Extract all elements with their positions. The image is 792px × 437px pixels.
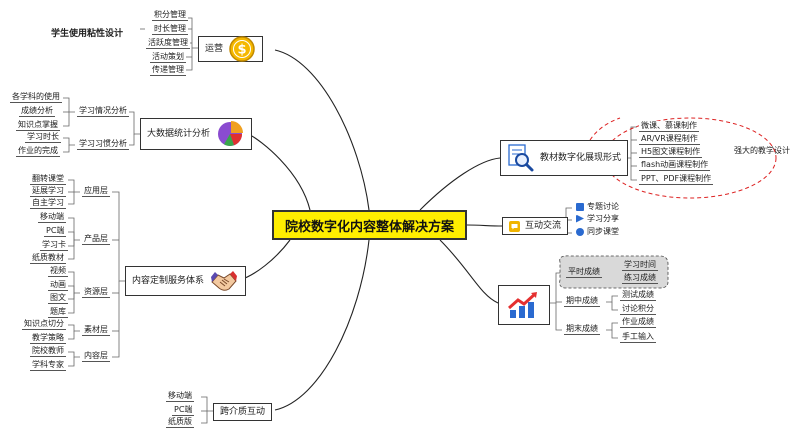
learning-situation-item: 各学科的使用 — [10, 92, 62, 103]
crossmedia-label: 跨介质互动 — [220, 406, 266, 417]
app-layer-item: 延展学习 — [30, 186, 66, 197]
product-layer-item: PC端 — [44, 226, 67, 237]
branch-bigdata: 大数据统计分析 — [140, 118, 253, 150]
learning-situation-item: 成绩分析 — [19, 106, 55, 117]
branch-custom-service: 内容定制服务体系 — [125, 266, 247, 296]
final-grade-item: 手工输入 — [620, 332, 656, 343]
operation-label: 运营 — [205, 43, 224, 54]
resource-layer-item: 动画 — [48, 280, 68, 291]
product-layer-label: 产品层 — [82, 234, 110, 245]
product-layer-item: 纸质教材 — [30, 253, 66, 264]
share-icon — [576, 214, 584, 223]
title-note: 学生使用粘性设计 — [51, 29, 124, 39]
link-bigdata — [249, 134, 311, 211]
operation-item: 活跃度管理 — [146, 38, 190, 49]
link-operation — [274, 49, 370, 211]
custom-service-label: 内容定制服务体系 — [132, 275, 205, 286]
textbook-item: 微课、慕课制作 — [639, 121, 699, 132]
resource-layer-item: 视频 — [48, 266, 68, 277]
svg-text:$: $ — [237, 43, 246, 58]
midterm-grade-item: 讨论积分 — [620, 304, 656, 315]
learning-situation-label: 学习情况分析 — [77, 106, 129, 117]
operation-item: 积分管理 — [152, 10, 188, 21]
textbook-label: 教材数字化展现形式 — [540, 152, 622, 163]
interaction-item: 同步课堂 — [574, 227, 621, 237]
resource-layer-item: 图文 — [48, 293, 68, 304]
learning-habits-item: 作业的完成 — [16, 146, 60, 157]
product-layer-item: 移动端 — [38, 212, 66, 223]
textbook-item: H5图文课程制作 — [639, 147, 703, 158]
resource-layer-label: 资源层 — [82, 287, 110, 298]
content-layer-label: 内容层 — [82, 351, 110, 362]
magnifier-icon — [507, 143, 535, 173]
crossmedia-item: 移动端 — [166, 391, 194, 402]
learning-habits-label: 学习习惯分析 — [77, 139, 129, 150]
resource-layer-item: 题库 — [48, 307, 68, 318]
material-layer-label: 素材层 — [82, 325, 110, 336]
link-textbook — [419, 157, 501, 211]
operation-item: 传递管理 — [150, 65, 186, 76]
midterm-grade-label: 期中成绩 — [564, 296, 600, 307]
growth-chart-icon — [507, 290, 541, 320]
interaction-item: 学习分享 — [574, 214, 621, 224]
textbook-item: AR/VR课程制作 — [639, 134, 700, 145]
learning-habits-item: 学习时长 — [25, 132, 61, 143]
regular-grade-highlight — [559, 255, 669, 289]
midterm-grade-item: 测试成绩 — [620, 290, 656, 301]
interaction-item: 专题讨论 — [574, 202, 621, 212]
crossmedia-item: 纸质版 — [166, 417, 194, 428]
material-layer-item: 教学策略 — [30, 333, 66, 344]
material-layer-item: 知识点切分 — [22, 319, 66, 330]
dollar-coin-icon: $ — [228, 35, 256, 63]
pie-chart-icon — [215, 120, 245, 148]
chat-icon — [509, 220, 520, 232]
branch-interaction: 互动交流 — [502, 217, 569, 235]
crossmedia-item: PC端 — [172, 405, 195, 416]
bigdata-label: 大数据统计分析 — [147, 128, 211, 139]
app-layer-label: 应用层 — [82, 186, 110, 197]
regular-grade-item: 学习时间 — [622, 260, 658, 271]
app-layer-item: 翻转课堂 — [30, 174, 66, 185]
link-custom — [239, 239, 291, 281]
branch-operation: 运营 $ — [198, 35, 264, 63]
product-layer-item: 学习卡 — [40, 240, 68, 251]
final-grade-item: 作业成绩 — [620, 317, 656, 328]
operation-item: 活动策划 — [150, 52, 186, 63]
operation-item: 时长管理 — [152, 24, 188, 35]
link-grades — [439, 239, 499, 304]
textbook-item: PPT、PDF课程制作 — [639, 174, 714, 185]
textbook-item: flash动画课程制作 — [639, 160, 711, 171]
branch-crossmedia: 跨介质互动 — [213, 403, 273, 421]
classroom-icon — [576, 227, 584, 236]
final-grade-label: 期末成绩 — [564, 324, 600, 335]
content-layer-item: 学科专家 — [30, 360, 66, 371]
discussion-icon — [576, 202, 584, 211]
app-layer-item: 自主学习 — [30, 198, 66, 209]
content-layer-item: 院校教师 — [30, 346, 66, 357]
annotation-text: 强大的教学设计 — [734, 146, 790, 155]
central-topic-label: 院校数字化内容整体解决方案 — [284, 219, 454, 235]
central-topic: 院校数字化内容整体解决方案 — [272, 210, 467, 240]
link-interaction — [466, 224, 503, 227]
learning-situation-item: 知识点掌握 — [16, 120, 60, 131]
regular-grade-label: 平时成绩 — [566, 267, 602, 278]
link-crossmedia — [274, 239, 370, 411]
branch-textbook: 教材数字化展现形式 — [500, 140, 629, 176]
interaction-label: 互动交流 — [525, 220, 562, 231]
regular-grade-item: 练习成绩 — [622, 273, 658, 284]
branch-grades — [498, 285, 550, 325]
handshake-icon — [209, 268, 239, 294]
